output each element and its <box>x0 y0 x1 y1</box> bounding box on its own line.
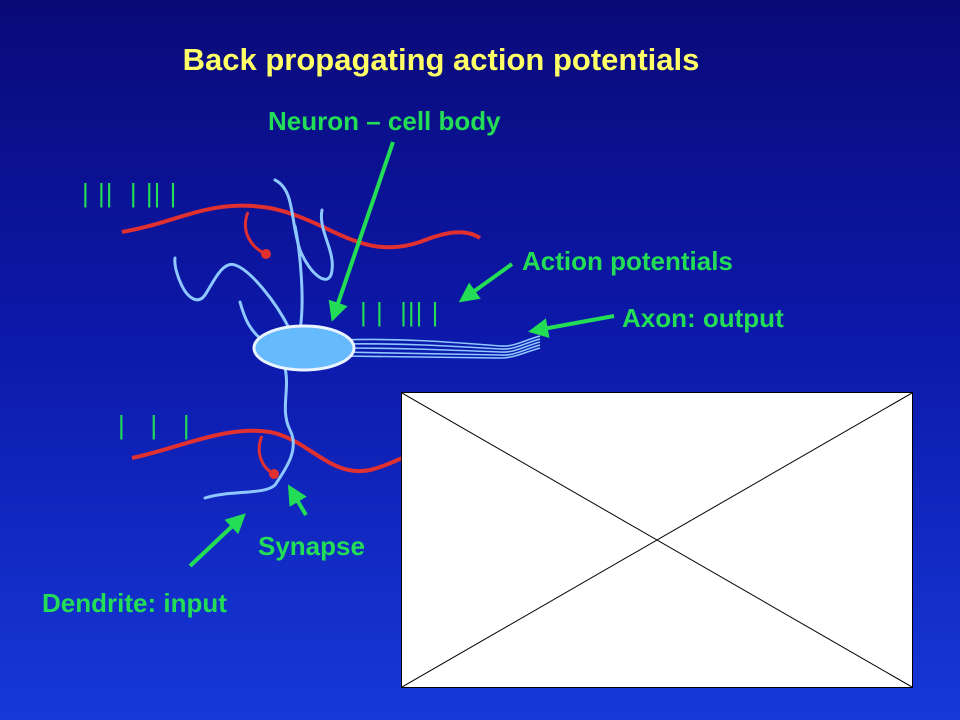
slide-title: Back propagating action potentials <box>182 42 700 77</box>
synapse-dot-bottom <box>269 469 279 479</box>
label-synapse: Synapse <box>258 531 365 561</box>
cell-body <box>252 324 356 372</box>
synapse-dot-top <box>261 249 271 259</box>
axon-fiber-1 <box>339 335 541 347</box>
input-fiber-bottom <box>131 428 411 474</box>
label-dendrite: Dendrite: input <box>42 588 227 618</box>
dendrite-4 <box>293 224 304 332</box>
placeholder-cross <box>402 393 912 687</box>
input-fiber-top <box>121 203 482 250</box>
axon-fiber-4 <box>339 344 541 356</box>
spike-train-top: | || | || | <box>82 178 178 208</box>
axon-fiber-2 <box>339 338 541 350</box>
missing-image-placeholder <box>401 392 913 688</box>
dendrite-3 <box>238 300 264 342</box>
spike-train-axon: | | ||| | <box>360 297 440 327</box>
arrow-dendrite <box>188 513 246 568</box>
arrow-synapse <box>287 484 308 517</box>
label-action-potentials: Action potentials <box>522 246 733 276</box>
label-cell-body: Neuron – cell body <box>268 106 501 136</box>
axon-fiber-3 <box>339 341 541 353</box>
dendrite-5 <box>203 366 295 500</box>
spike-train-bottom: | | | <box>118 410 191 440</box>
axon-fiber-5 <box>339 347 541 359</box>
dendrite-1 <box>273 178 334 281</box>
arrow-axon <box>528 314 615 338</box>
dendrite-2 <box>173 256 292 332</box>
label-axon: Axon: output <box>622 303 784 333</box>
synapse-branch-top <box>243 211 267 256</box>
arrow-action-potentials <box>458 262 514 303</box>
synapse-branch-bottom <box>257 435 275 476</box>
arrow-cell-body <box>328 141 395 322</box>
